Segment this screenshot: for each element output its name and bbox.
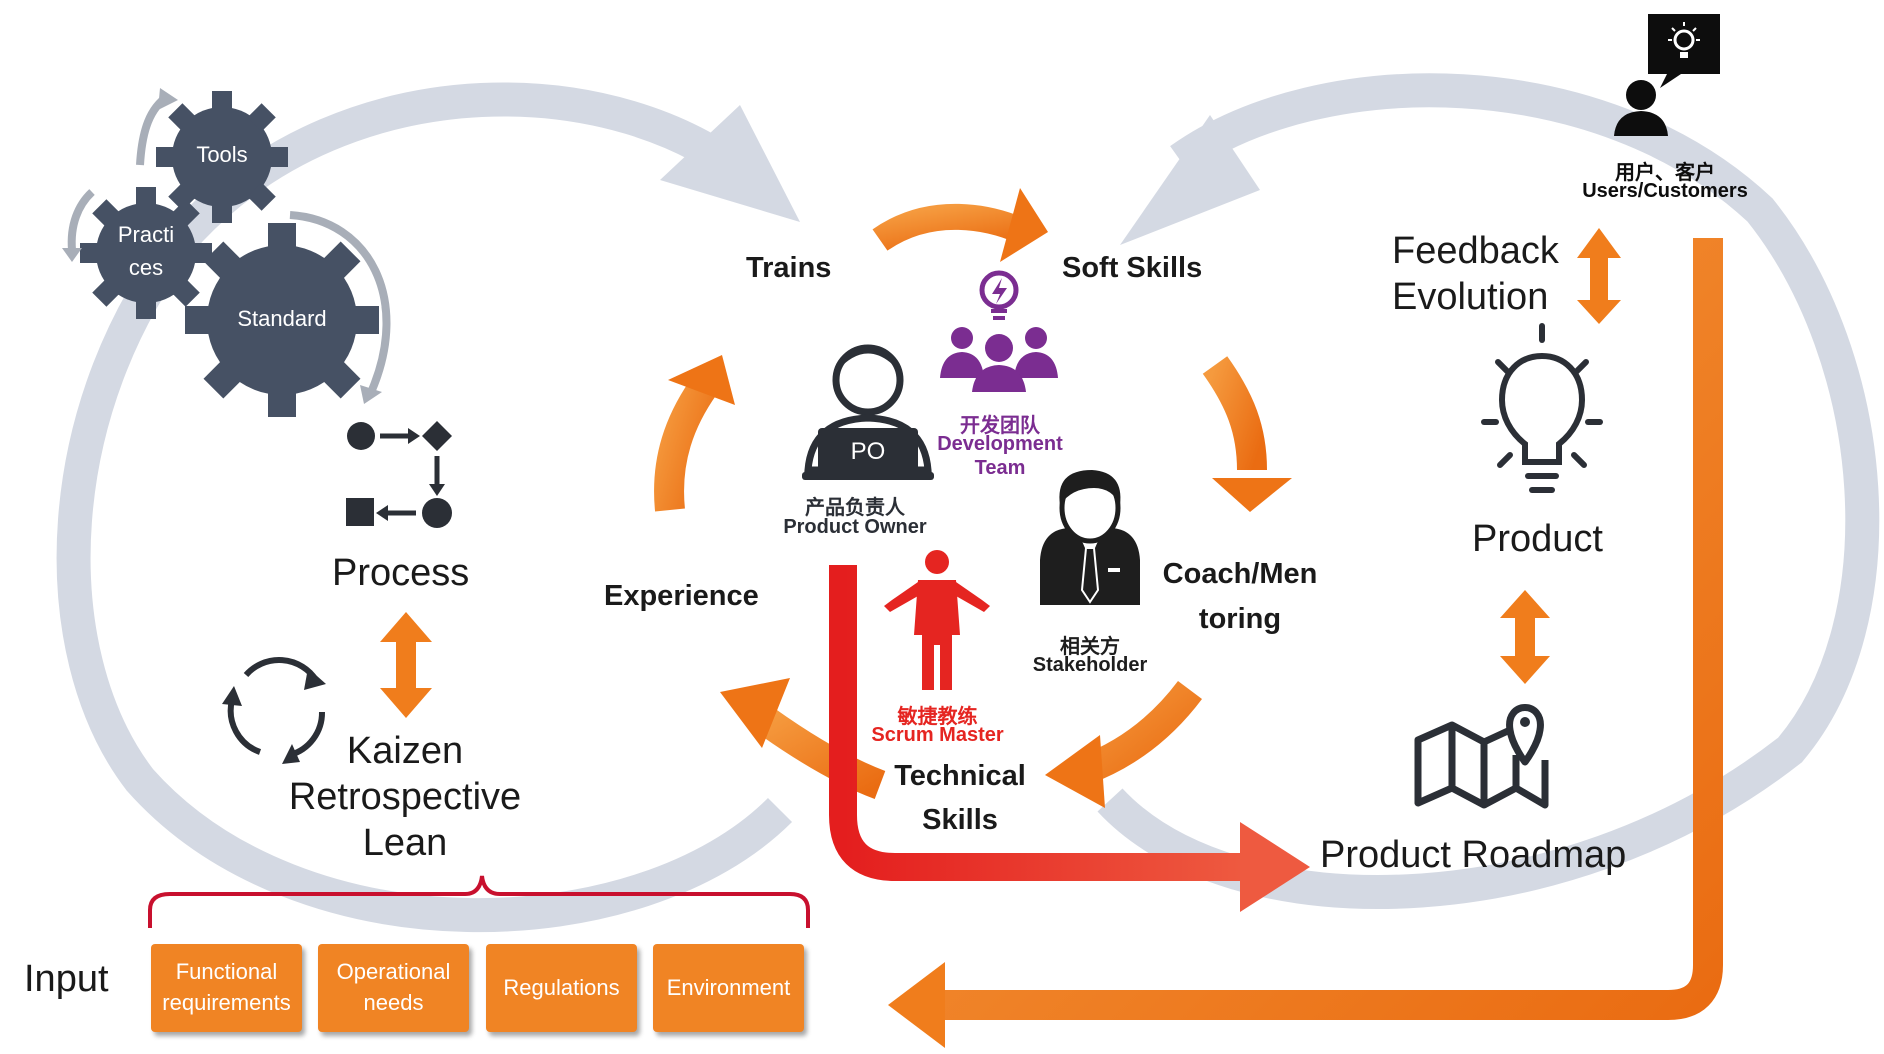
customers-label-cn: 用户、客户 <box>1615 162 1715 184</box>
process-title: Process <box>332 552 470 594</box>
gear-practices-label-line1: Practi <box>117 222 175 247</box>
product-label: Product <box>1472 518 1603 560</box>
technical-to-experience-arrow <box>720 678 886 800</box>
po-label-en: Product Owner <box>783 516 927 538</box>
process-flow-icon <box>346 421 452 528</box>
input-box-regulations: Regulations <box>486 944 637 1032</box>
coach-label-line1: Coach/Men <box>1162 558 1318 590</box>
scrum-master-label-en: Scrum Master <box>871 724 1004 746</box>
lean-label: Lean <box>362 822 448 864</box>
process-kaizen-arrow <box>380 612 432 718</box>
input-label: Input <box>24 958 109 1000</box>
coach-label-line2: toring <box>1198 603 1282 635</box>
kaizen-label: Kaizen <box>346 730 464 772</box>
gear-tools-label: Tools <box>196 142 248 167</box>
evolution-label: Evolution <box>1392 276 1549 318</box>
po-badge: PO <box>850 438 886 465</box>
input-box-functional-line2: requirements <box>162 990 291 1015</box>
softskills-to-coach-arrow <box>1202 356 1292 512</box>
stakeholder-label-en: Stakeholder <box>1032 654 1148 676</box>
gear-practices-label-line2: ces <box>128 255 164 280</box>
gear-standard-label: Standard <box>237 306 327 331</box>
left-loop-arrow <box>56 82 800 932</box>
scrum-master-label-cn: 敏捷教练 <box>897 706 978 728</box>
input-box-regulations-line1: Regulations <box>503 974 620 1000</box>
lightbulb-icon <box>1481 323 1603 493</box>
retrospective-label: Retrospective <box>288 776 522 818</box>
right-loop-arrow <box>1097 73 1880 909</box>
map-icon <box>1414 704 1549 809</box>
input-box-operational-line2: needs <box>363 990 424 1015</box>
customers-to-input-arrow <box>888 238 1723 1048</box>
team-icon <box>940 270 1058 392</box>
input-bracket <box>148 875 810 928</box>
experience-label: Experience <box>604 580 759 612</box>
customers-label-en: Users/Customers <box>1582 180 1748 202</box>
input-box-environment-line1: Environment <box>666 974 791 1000</box>
soft-skills-label: Soft Skills <box>1062 252 1203 284</box>
input-box-environment: Environment <box>653 944 804 1032</box>
experience-to-trains-arrow <box>654 355 735 512</box>
input-box-operational: Operational needs <box>318 944 469 1032</box>
feedback-label: Feedback <box>1392 230 1559 272</box>
po-to-roadmap-arrow <box>829 565 1310 912</box>
team-label-en-line1: Development <box>937 433 1063 455</box>
trains-label: Trains <box>746 252 832 284</box>
trains-to-softskills-arrow <box>872 188 1048 262</box>
po-label-cn: 产品负责人 <box>805 497 905 519</box>
technical-label-line1: Technical <box>894 760 1026 792</box>
input-box-functional-line1: Functional <box>175 959 278 985</box>
product-roadmap-arrow <box>1500 590 1550 684</box>
team-label-en-line2: Team <box>974 457 1026 479</box>
customer-icon <box>1614 14 1720 136</box>
technical-label-line2: Skills <box>922 804 998 836</box>
product-roadmap-label: Product Roadmap <box>1320 834 1627 876</box>
coach-to-technical-arrow <box>1045 680 1202 808</box>
scrum-master-icon <box>884 550 990 690</box>
input-box-operational-line1: Operational <box>336 959 451 985</box>
feedback-arrow <box>1577 228 1621 324</box>
gear-icon <box>80 91 379 417</box>
stakeholder-icon <box>1040 470 1140 605</box>
team-label-cn: 开发团队 <box>960 415 1040 437</box>
input-box-functional: Functional requirements <box>151 944 302 1032</box>
person-laptop-icon <box>802 344 934 480</box>
stakeholder-label-cn: 相关方 <box>1060 636 1120 658</box>
